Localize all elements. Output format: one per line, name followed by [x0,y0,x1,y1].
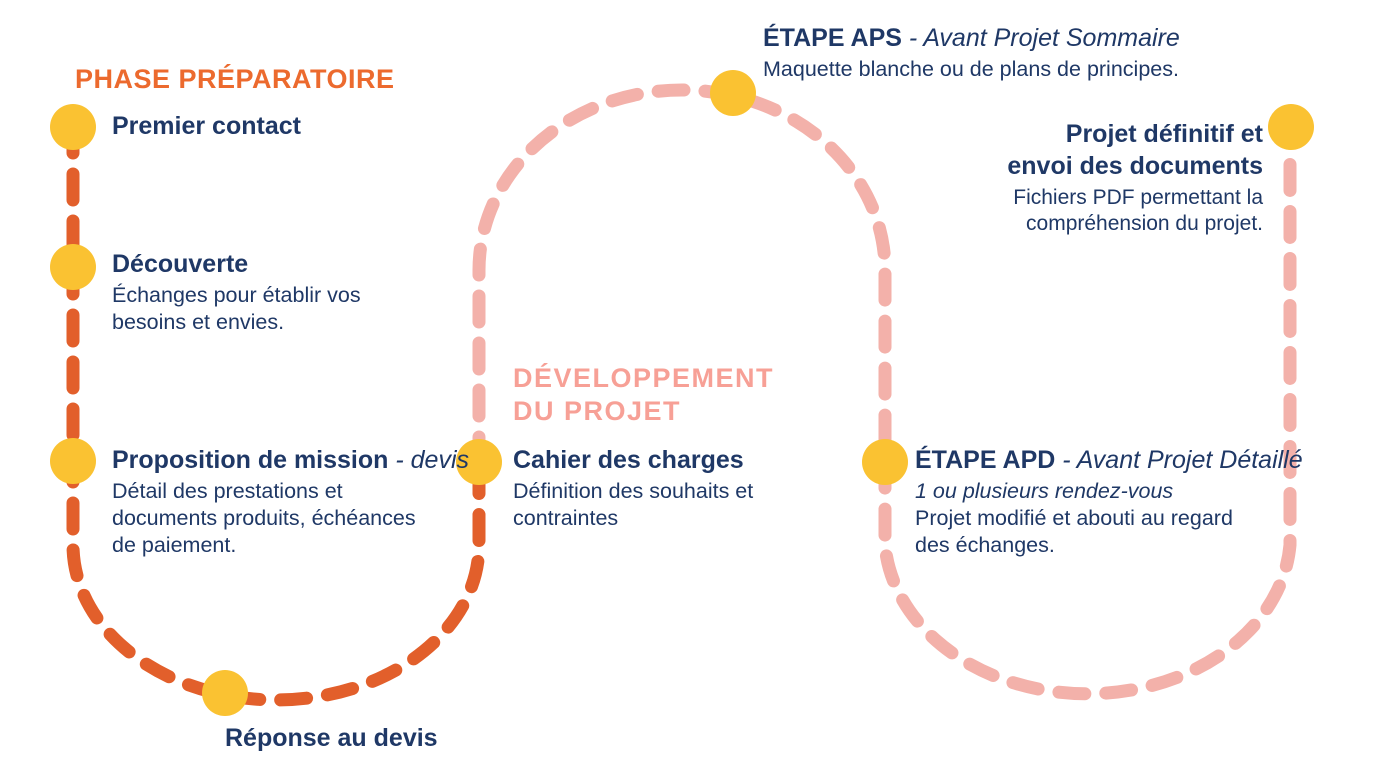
step-title: Projet définitif et envoi des documents [960,118,1263,182]
step-body-line: besoins et envies. [112,310,285,334]
orange-dashed-path [66,120,486,707]
dot-premier-contact [50,104,96,150]
step-title-italic: - devis [388,446,470,474]
step-title: ÉTAPE APD - Avant Projet Détaillé [915,445,1303,475]
step-proposition-de-mission: Proposition de mission - devis Détail de… [112,445,469,559]
step-body-line: compréhension du projet. [1026,212,1263,235]
pink-dashed-path [472,83,1297,701]
step-title: Découverte [112,250,249,278]
step-projet-definitif: Projet définitif et envoi des documents … [960,118,1263,237]
step-body-line: Détail des prestations et [112,479,343,503]
step-body-line: Fichiers PDF permettant la [1013,186,1263,209]
step-body-line: Maquette blanche ou de plans de principe… [763,57,1179,81]
step-body-line: contraintes [513,506,619,530]
step-description: 1 ou plusieurs rendez-vous Projet modifi… [915,478,1303,559]
dot-etape-aps [710,70,756,116]
heading-line: DÉVELOPPEMENT [513,363,775,393]
dot-decouverte [50,244,96,290]
step-body-line: des échanges. [915,533,1055,557]
heading-developpement-du-projet: DÉVELOPPEMENT DU PROJET [513,362,774,428]
heading-phase-preparatoire: PHASE PRÉPARATOIRE [75,64,395,94]
step-body-line: Échanges pour établir vos [112,283,361,307]
step-title: Proposition de mission - devis [112,445,469,475]
step-body-line: Définition des souhaits et [513,479,754,503]
step-title-bold: ÉTAPE APS [763,24,902,52]
step-title: Premier contact [112,112,301,140]
step-etape-apd: ÉTAPE APD - Avant Projet Détaillé 1 ou p… [915,445,1303,559]
step-title: Réponse au devis [225,724,438,752]
step-body-line: Projet modifié et abouti au regard [915,506,1233,530]
step-description: Définition des souhaits et contraintes [513,478,753,532]
step-title-italic: - Avant Projet Détaillé [1055,446,1303,474]
step-description: Échanges pour établir vos besoins et env… [112,282,361,336]
step-decouverte: Découverte Échanges pour établir vos bes… [112,249,361,336]
step-title-bold: ÉTAPE APD [915,446,1056,474]
step-etape-aps: ÉTAPE APS - Avant Projet Sommaire Maquet… [763,23,1180,83]
step-title: Cahier des charges [513,446,744,474]
step-description: Maquette blanche ou de plans de principe… [763,56,1180,83]
milestone-dots [50,70,1314,716]
step-title: ÉTAPE APS - Avant Projet Sommaire [763,23,1180,53]
step-cahier-des-charges: Cahier des charges Définition des souhai… [513,445,753,532]
step-title-italic: - Avant Projet Sommaire [901,24,1180,52]
step-title-line: envoi des documents [1007,152,1263,180]
dot-cahier-charges [456,439,502,485]
step-title-bold: Proposition de mission [112,446,389,474]
step-title-line: Projet définitif et [1065,120,1263,148]
heading-line: DU PROJET [513,396,682,426]
dot-projet-definitif [1268,104,1314,150]
dot-proposition [50,438,96,484]
step-premier-contact: Premier contact [112,111,301,141]
dot-etape-apd [862,439,908,485]
step-reponse-au-devis: Réponse au devis [225,723,438,753]
step-description: Fichiers PDF permettant la compréhension… [960,185,1263,237]
step-body-line-italic: 1 ou plusieurs rendez-vous [915,479,1174,503]
step-body-line: documents produits, échéances [112,506,416,530]
dot-reponse-devis [202,670,248,716]
step-description: Détail des prestations et documents prod… [112,478,469,559]
step-body-line: de paiement. [112,533,237,557]
